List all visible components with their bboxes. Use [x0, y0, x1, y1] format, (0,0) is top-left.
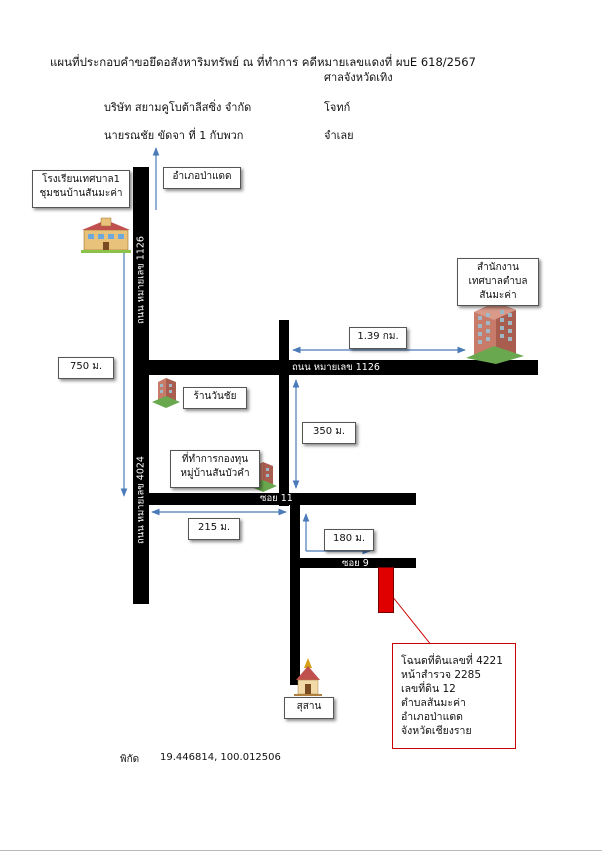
road-connector-vertical: [279, 320, 289, 506]
school-label-text: โรงเรียนเทศบาล1 ชุมชนบ้านสันมะค่า: [39, 174, 123, 199]
distance-1-39km-text: 1.39 กม.: [357, 331, 399, 342]
parcel-line-5: อำเภอป่าแดด: [401, 711, 463, 723]
district-direction-label: อำเภอป่าแดด: [163, 167, 241, 189]
court-name: ศาลจังหวัดเทิง: [324, 71, 393, 84]
school-label: โรงเรียนเทศบาล1 ชุมชนบ้านสันมะค่า: [32, 170, 130, 208]
shop-building-icon: [152, 378, 180, 408]
parcel-line-1: โฉนดที่ดินเลขที่ 4221: [401, 655, 503, 667]
coord-label: พิกัด: [120, 754, 140, 765]
parcel-line-4: ตำบลสันมะค่า: [401, 697, 466, 709]
page-bottom-rule: [0, 850, 602, 851]
distance-180m-label: 180 ม.: [324, 529, 374, 551]
header-title: แผนที่ประกอบคำขอยึดอสังหาริมทรัพย์ ณ ที่…: [50, 55, 476, 69]
distance-215m-label: 215 ม.: [188, 518, 240, 540]
cemetery-label-text: สุสาน: [296, 701, 322, 712]
parcel-info-box: โฉนดที่ดินเลขที่ 4221 หน้าสำรวจ 2285 เลข…: [392, 643, 516, 749]
soi-9-label: ซอย 9: [342, 558, 369, 569]
office-building-icon: [466, 302, 524, 364]
road-1126-vertical: [133, 167, 149, 604]
fund-office-label-text: ที่ทำการกองทุน หมู่บ้านสันบัวคำ: [180, 454, 250, 479]
road-1126-horizontal-label: ถนน หมายเลข 1126: [292, 362, 380, 373]
parcel-line-2: หน้าสำรวจ 2285: [401, 669, 482, 681]
distance-350m-text: 350 ม.: [312, 426, 346, 437]
parcel-line-3: เลขที่ดิน 12: [401, 683, 456, 695]
municipal-office-text: สำนักงาน เทศบาลตำบล สันมะค่า: [468, 262, 528, 301]
soi-11-label: ซอย 11: [260, 493, 293, 504]
school-icon: [81, 217, 131, 253]
road-soi-9: [300, 558, 416, 568]
coord-value: 19.446814, 100.012506: [160, 752, 281, 763]
district-direction-text: อำเภอป่าแดด: [172, 171, 232, 182]
defendant-name: นายรณชัย ขัดจา ที่ 1 กับพวก: [104, 129, 244, 142]
municipal-office-label: สำนักงาน เทศบาลตำบล สันมะค่า: [457, 258, 539, 306]
distance-350m-label: 350 ม.: [302, 422, 356, 444]
distance-750m-label: 750 ม.: [58, 357, 114, 379]
parcel-callout-line: [391, 595, 433, 647]
distance-180m-text: 180 ม.: [332, 533, 366, 544]
cemetery-label: สุสาน: [284, 697, 334, 719]
defendant-role: จำเลย: [324, 129, 354, 142]
parcel-line-6: จังหวัดเชียงราย: [401, 725, 472, 737]
plaintiff-name: บริษัท สยามคูโบต้าลีสซิ่ง จำกัด: [104, 101, 252, 114]
shop-label-text: ร้านวันชัย: [193, 391, 237, 402]
road-soi-11: [149, 493, 416, 505]
plaintiff-role: โจทก์: [324, 101, 351, 114]
temple-icon: [294, 658, 322, 696]
shop-label: ร้านวันชัย: [183, 387, 247, 409]
road-cemetery-vertical: [290, 505, 300, 685]
distance-215m-text: 215 ม.: [197, 522, 231, 533]
parcel-marker: [378, 567, 394, 613]
distance-1-39km-label: 1.39 กม.: [349, 327, 407, 349]
road-1126-horizontal: [149, 360, 538, 375]
distance-750m-text: 750 ม.: [69, 361, 103, 372]
fund-office-label: ที่ทำการกองทุน หมู่บ้านสันบัวคำ: [170, 450, 260, 488]
